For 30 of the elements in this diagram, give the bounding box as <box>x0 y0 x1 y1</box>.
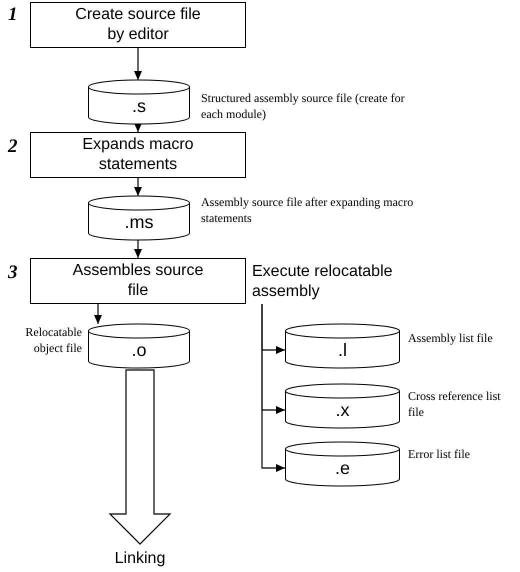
file-description: Execute relocatable assembly <box>252 262 394 302</box>
process-text: Create source file by editor <box>74 5 202 45</box>
arrow <box>134 48 142 80</box>
process-box <box>30 132 246 178</box>
step-number: 3 <box>8 262 18 284</box>
file-extension: .ms <box>124 212 154 232</box>
step-label: Linking <box>114 549 166 569</box>
file-description: Assembly source file after expanding macro statements <box>201 194 414 226</box>
arrow <box>134 240 142 258</box>
file-description: Structured assembly source file (create for each module) <box>201 90 406 122</box>
file-extension: .l <box>338 340 347 360</box>
arrow <box>261 304 285 472</box>
process-box <box>30 258 246 304</box>
process-text: Expands macro statements <box>81 135 195 175</box>
file-extension: .o <box>131 340 146 360</box>
step-number: 1 <box>8 4 18 26</box>
file-description: Cross reference list file <box>408 388 502 420</box>
file-extension: .e <box>334 458 350 478</box>
hollow-arrow <box>108 369 172 545</box>
arrow <box>134 178 142 196</box>
process-box <box>30 2 246 48</box>
arrow <box>94 304 102 324</box>
file-description: Error list file <box>408 446 471 462</box>
file-description: Relocatable object file <box>24 324 82 356</box>
file-extension: .s <box>132 96 146 116</box>
file-extension: .x <box>335 400 350 420</box>
process-text: Assembles source file <box>72 261 204 301</box>
file-description: Assembly list file <box>408 330 494 346</box>
step-number: 2 <box>8 136 18 158</box>
arrow <box>134 123 142 132</box>
